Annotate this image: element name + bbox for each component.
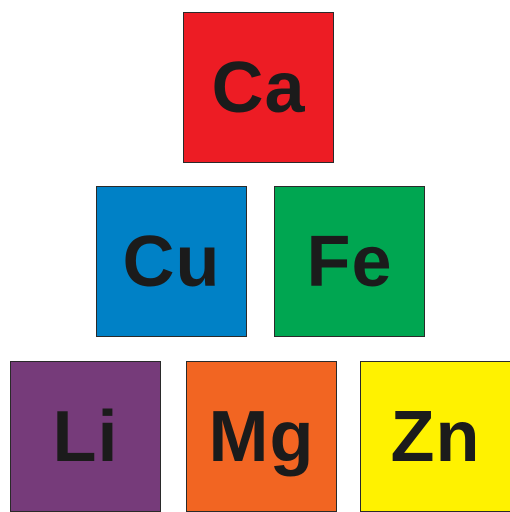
- element-symbol-li: Li: [52, 396, 119, 477]
- element-tile-li: Li: [10, 361, 161, 512]
- element-tile-cu: Cu: [96, 186, 247, 337]
- element-symbol-cu: Cu: [122, 221, 221, 302]
- element-symbol-mg: Mg: [208, 396, 315, 477]
- element-tile-fe: Fe: [274, 186, 425, 337]
- element-symbol-zn: Zn: [390, 396, 481, 477]
- element-symbol-ca: Ca: [211, 47, 306, 128]
- element-tile-zn: Zn: [360, 361, 510, 512]
- element-tile-ca: Ca: [183, 12, 334, 163]
- element-symbol-fe: Fe: [306, 221, 393, 302]
- element-tile-mg: Mg: [186, 361, 337, 512]
